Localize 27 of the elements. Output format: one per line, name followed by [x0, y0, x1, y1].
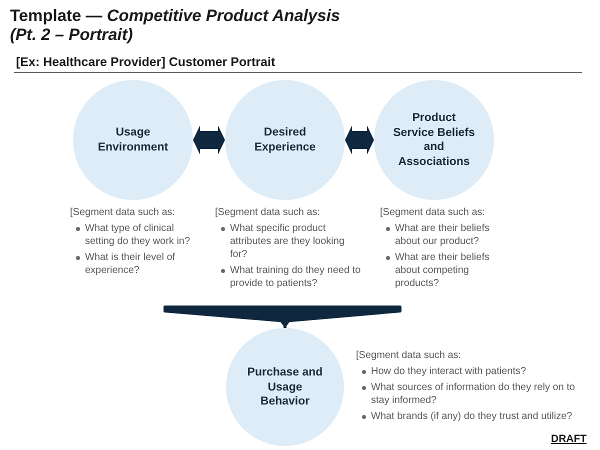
bullet-text: What specific product attributes are they looking for? — [230, 222, 346, 261]
slide-title: Template — Competitive Product Analysis (Pt. 2 – Portrait) — [10, 7, 342, 45]
list-intro: [Segment data such as: — [380, 206, 486, 219]
bullet-text: What training do they need to provide to patients? — [230, 264, 362, 290]
node-label: Usage Environment — [96, 126, 170, 154]
double-arrow — [193, 126, 225, 154]
topic-circle — [374, 80, 494, 200]
topic-circle — [225, 80, 345, 200]
list-intro: [Segment data such as: — [70, 206, 176, 219]
bullet-text: What are their beliefs about competing products? — [395, 251, 490, 290]
funnel-arrow — [164, 306, 402, 330]
bullet-text: How do they interact with patients? — [371, 365, 526, 378]
bullet-text: What brands (if any) do they trust and utilize? — [371, 410, 572, 423]
bullet-text: What type of clinical setting do they work in? — [85, 222, 192, 248]
topic-circle — [226, 328, 344, 446]
double-arrow — [345, 126, 374, 154]
list-intro: [Segment data such as: — [356, 349, 462, 362]
bullet-text: What sources of information do they rely on to stay informed? — [371, 381, 576, 407]
topic-circle — [73, 80, 193, 200]
bullet-text: What is their level of experience? — [85, 251, 176, 277]
node-label: Desired Experience — [253, 126, 317, 154]
draft-label: DRAFT — [551, 433, 587, 445]
section-heading: [Ex: Healthcare Provider] Customer Portrait — [16, 55, 276, 69]
list-intro: [Segment data such as: — [215, 206, 322, 219]
bullet-text: What are their beliefs about our product? — [395, 222, 490, 248]
node-label: Purchase and Usage Behavior — [246, 365, 324, 409]
node-label: Product Service Beliefs and Associations — [392, 111, 476, 169]
